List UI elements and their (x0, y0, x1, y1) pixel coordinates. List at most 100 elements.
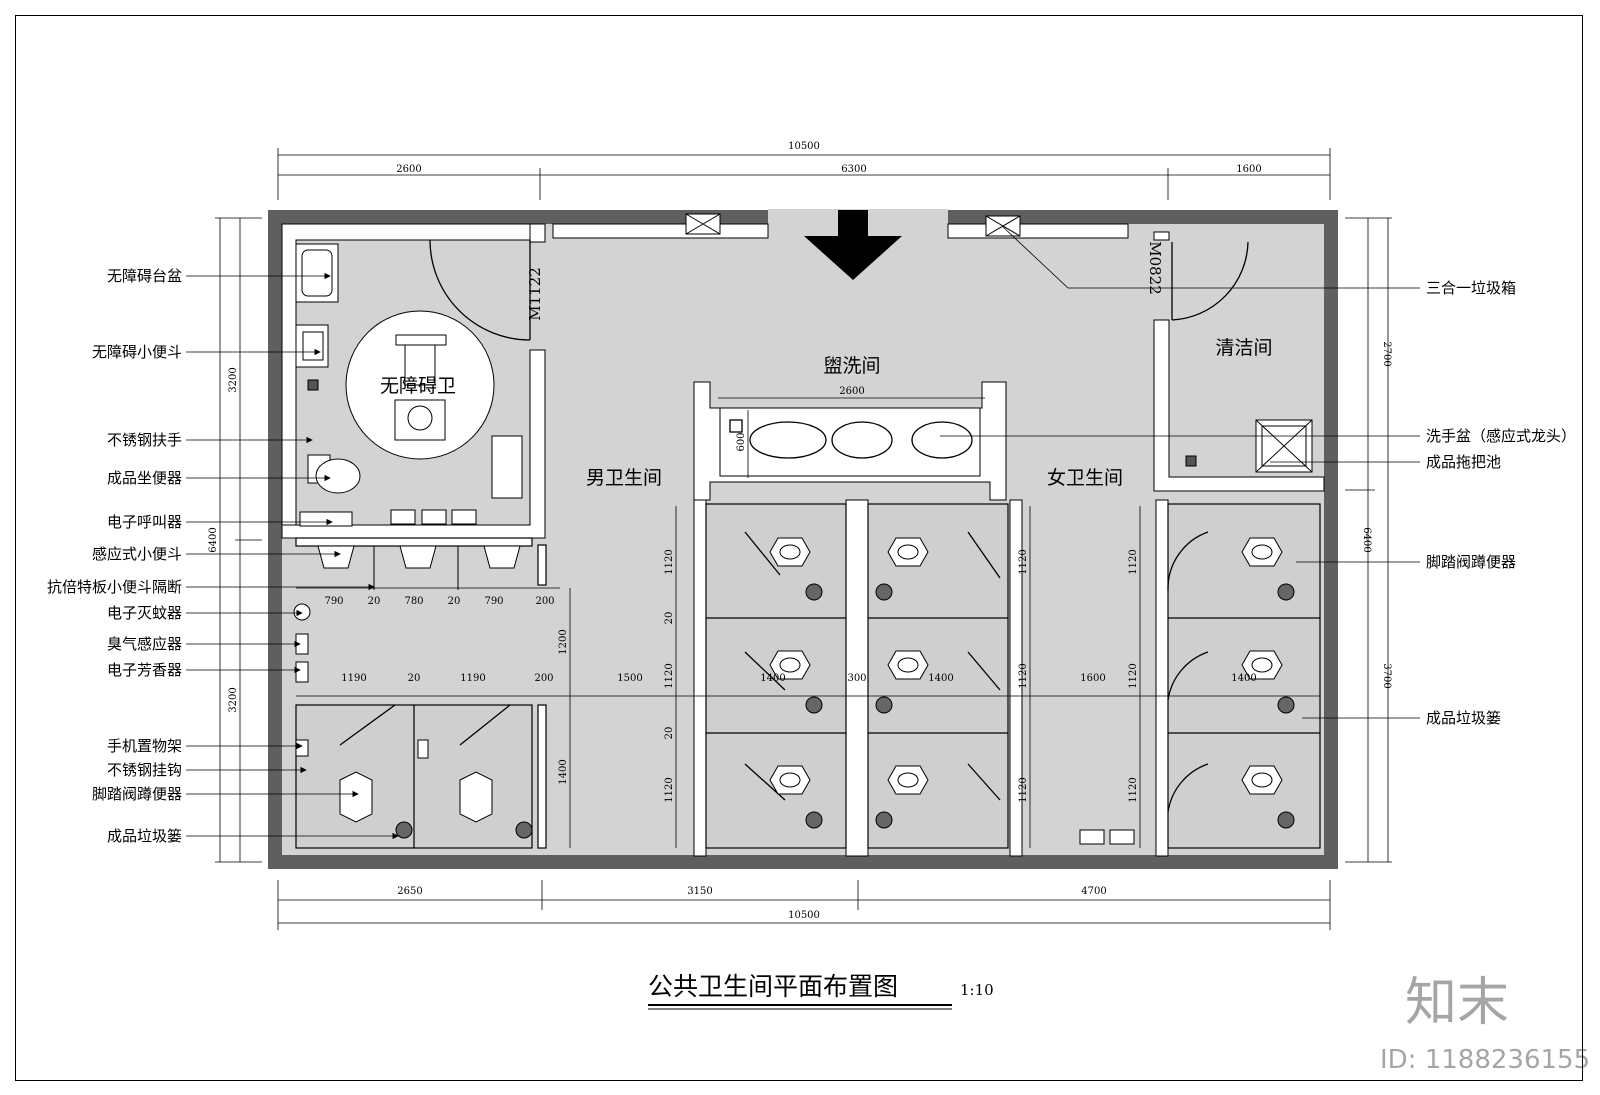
door-label-m1122: M1122 (526, 267, 544, 321)
squat-toilet-icon (1241, 650, 1295, 714)
door-swings (339, 239, 1249, 813)
dim-left-2: 3200 (228, 687, 239, 712)
dim-row-1: 1190 (341, 673, 366, 684)
dim-urinal-2: 20 (368, 596, 381, 607)
callout-label-left: 电子呼叫器 (107, 513, 182, 531)
dim-urinal-6: 200 (535, 596, 554, 607)
dim-row-3: 1190 (460, 673, 485, 684)
callout-label-left: 脚踏阀蹲便器 (92, 785, 182, 803)
drawing-title-block: 公共卫生间平面布置图 1:10 (648, 972, 994, 1010)
watermark: 知末 ID: 1188236155 (1380, 973, 1590, 1075)
squat-toilet-icon (1241, 537, 1295, 601)
dim-row-7: 300 (847, 673, 866, 684)
dim-stall-depth-2: 20 (664, 612, 675, 625)
left-callouts: 无障碍台盆无障碍小便斗不锈钢扶手成品坐便器电子呼叫器感应式小便斗抗倍特板小便斗隔… (47, 267, 399, 845)
dim-right-2: 3700 (1381, 663, 1392, 688)
callout-label-left: 手机置物架 (107, 737, 182, 755)
callout-label-left: 无障碍台盆 (107, 267, 182, 285)
callout-label-right: 洗手盆（感应式龙头） (1426, 427, 1576, 445)
room-womens: 女卫生间 (1047, 467, 1123, 489)
dim-top-total: 10500 (788, 141, 820, 152)
dim-w-depth-5: 1120 (1018, 777, 1029, 802)
callout-label-right: 成品拖把池 (1426, 453, 1501, 471)
room-labels: 无障碍卫 盥洗间 男卫生间 女卫生间 清洁间 M1122 M0822 (380, 241, 1273, 489)
callout-label-right: 三合一垃圾箱 (1426, 279, 1516, 297)
dim-row-9: 1600 (1080, 673, 1105, 684)
callout-label-left: 无障碍小便斗 (92, 343, 182, 361)
dim-row-2: 20 (408, 673, 421, 684)
entrance-arrow-icon (804, 210, 902, 280)
dim-row-8: 1400 (928, 673, 953, 684)
callout-label-left: 成品坐便器 (107, 469, 182, 487)
dim-row-4: 200 (534, 673, 553, 684)
squat-toilet-icon (769, 765, 823, 829)
dim-top-1: 2600 (396, 164, 421, 175)
drawing-frame (15, 15, 1583, 1081)
callout-label-right: 脚踏阀蹲便器 (1426, 553, 1516, 571)
dim-stall-depth-3: 1120 (664, 663, 675, 688)
dim-mens-vert-1: 1200 (558, 629, 569, 654)
dim-left-1: 3200 (228, 367, 239, 392)
dim-bottom-3: 4700 (1081, 886, 1106, 897)
callout-leader (1001, 225, 1420, 289)
dim-bottom-total: 10500 (788, 910, 820, 921)
drawing-scale: 1:10 (960, 981, 994, 999)
squat-toilet-icon (875, 537, 929, 601)
dim-w2-depth-3: 1120 (1128, 663, 1139, 688)
dim-row-6: 1400 (760, 673, 785, 684)
callout-label-right: 成品垃圾篓 (1426, 709, 1501, 727)
watermark-id: ID: 1188236155 (1380, 1045, 1590, 1075)
dim-basin-len: 2600 (839, 386, 864, 397)
dim-mens-vert-2: 1400 (558, 759, 569, 784)
dim-top-2: 6300 (841, 164, 866, 175)
dim-urinal-5: 790 (484, 596, 503, 607)
dim-urinal-3: 780 (404, 596, 423, 607)
dim-row-10: 1400 (1231, 673, 1256, 684)
room-janitor: 清洁间 (1215, 337, 1272, 359)
dim-w2-depth-1: 1120 (1128, 549, 1139, 574)
room-washroom: 盥洗间 (823, 355, 880, 377)
door-label-m0822: M0822 (1146, 241, 1164, 295)
squat-toilet-icon (875, 650, 929, 714)
trash-bins (685, 213, 1135, 845)
room-accessible: 无障碍卫 (380, 375, 456, 397)
dim-left-total: 6400 (208, 527, 219, 552)
dim-top-3: 1600 (1236, 164, 1261, 175)
callout-label-left: 臭气感应器 (107, 635, 182, 653)
dim-w-depth-3: 1120 (1018, 663, 1029, 688)
squat-toilet-icon (769, 537, 823, 601)
drawing-title: 公共卫生间平面布置图 (648, 972, 898, 1001)
squat-toilet-icon (875, 765, 929, 829)
dimension-lines (215, 148, 1392, 930)
callout-label-left: 不锈钢扶手 (107, 431, 182, 449)
dim-urinal-1: 790 (324, 596, 343, 607)
dim-w-depth-1: 1120 (1018, 549, 1029, 574)
dim-bottom-2: 3150 (687, 886, 712, 897)
dimension-texts: 10500 2600 6300 1600 2650 3150 4700 1050… (208, 141, 1392, 921)
dim-urinal-4: 20 (448, 596, 461, 607)
dim-right-1: 2700 (1381, 341, 1392, 366)
mop-sink (1185, 419, 1313, 473)
dim-right-total: 6400 (1361, 527, 1372, 552)
dim-row-5: 1500 (617, 673, 642, 684)
wash-basins (729, 419, 973, 459)
dim-stall-depth-5: 1120 (664, 777, 675, 802)
callout-label-left: 电子芳香器 (107, 661, 182, 679)
callout-label-left: 电子灭蚊器 (107, 604, 182, 622)
squat-toilet-icon (1241, 765, 1295, 829)
dim-bottom-1: 2650 (397, 886, 422, 897)
callout-label-left: 不锈钢挂钩 (107, 761, 182, 779)
dim-basin-depth: 600 (736, 432, 747, 451)
dim-stall-depth-4: 20 (664, 727, 675, 740)
callout-label-left: 抗倍特板小便斗隔断 (47, 578, 182, 596)
squat-toilet-icon (769, 650, 823, 714)
dim-w2-depth-5: 1120 (1128, 777, 1139, 802)
callout-label-left: 感应式小便斗 (92, 545, 182, 563)
room-mens: 男卫生间 (586, 467, 662, 489)
callout-label-left: 成品垃圾篓 (107, 827, 182, 845)
stall-toilets (769, 537, 1295, 829)
janitor-room-walls (1153, 231, 1325, 492)
accessible-fixtures (295, 243, 523, 527)
